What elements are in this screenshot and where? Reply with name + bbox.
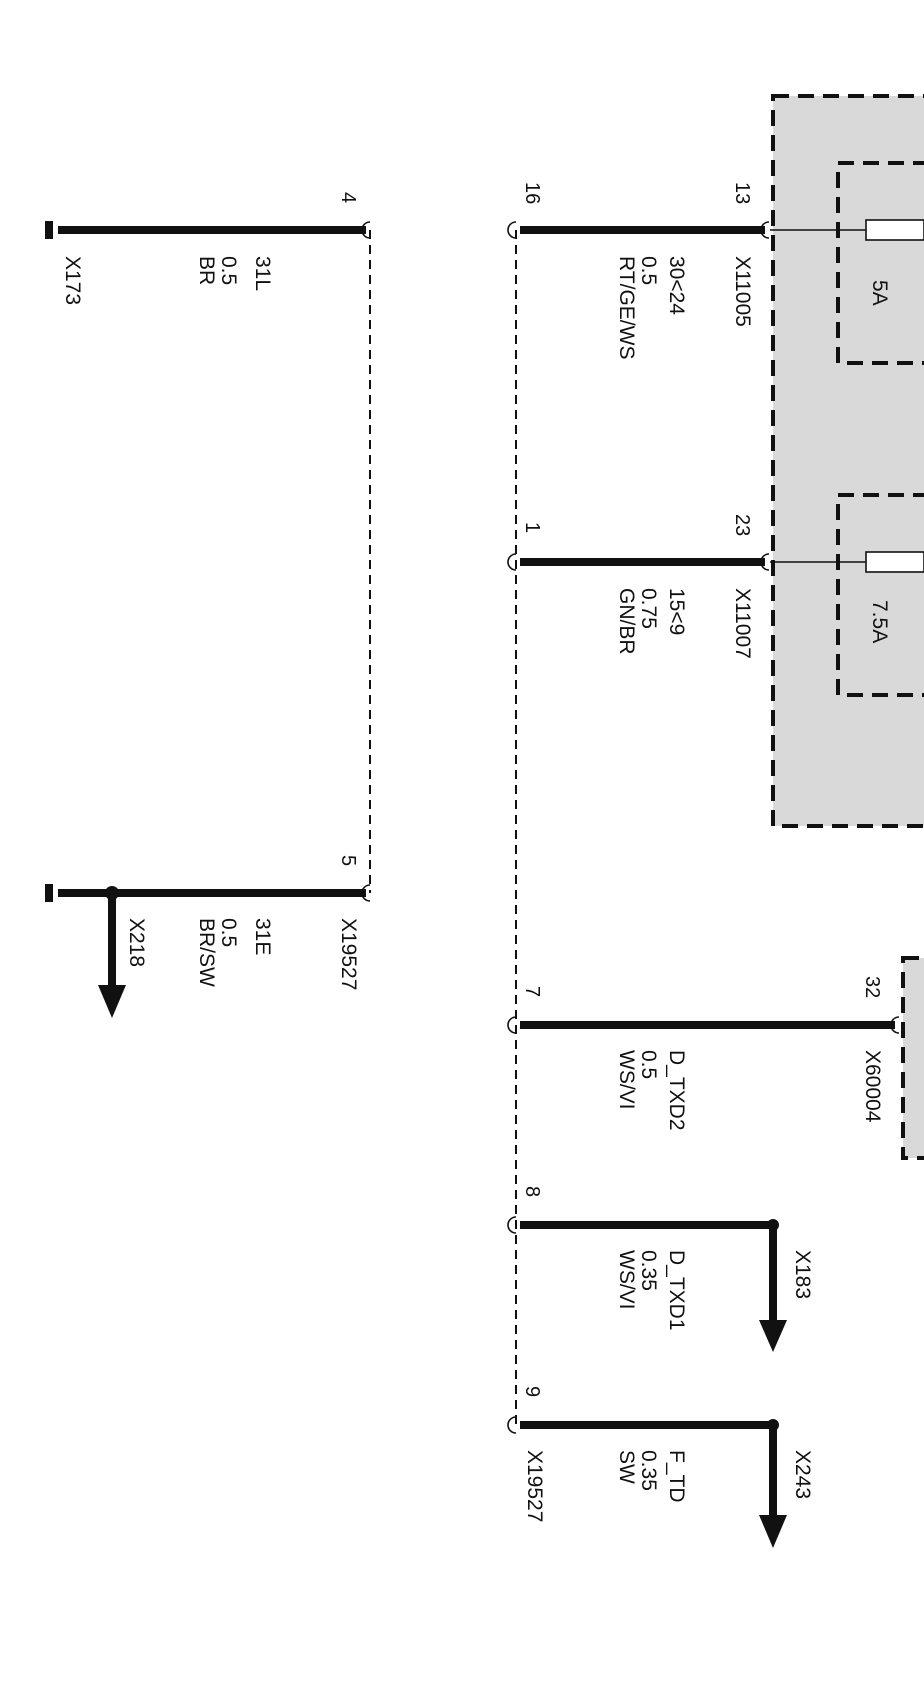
connector-x173: X173 [61,256,84,305]
pin-9: 9 [521,1386,543,1397]
wire-gauge: 0.5 [637,1050,660,1079]
wire-31l [45,221,371,239]
wire-gauge: 0.35 [637,1450,660,1491]
wire-15-9 [507,553,770,571]
connector-x11007: X11007 [731,588,754,659]
fuse-box-module [771,94,924,828]
wire-color: RT/GE/WS [615,256,638,359]
wire-color: BR/SW [195,918,218,987]
wire-color: BR [195,256,218,285]
connector-x218: X218 [125,918,148,967]
wire-gauge: 0.5 [217,256,240,285]
wire-signal: F_TD [665,1450,688,1503]
connector-x19527-left: X19527 [337,918,360,990]
pin-7: 7 [521,986,543,997]
wire-color: WS/VI [615,1050,638,1110]
fuse-5a-housing [836,161,924,365]
wire-30-24 [507,221,770,239]
wire-gauge: 0.5 [217,918,240,947]
arrow-down-icon [759,1515,787,1548]
connector-x60004: X60004 [861,1050,884,1123]
wire-signal: 31E [251,918,274,955]
fuse-75a: 7.5A [770,551,924,643]
wire-31e [45,884,371,1018]
wire-signal: D_TXD1 [665,1250,688,1331]
fuse-75a-symbol [865,551,924,573]
fuse-5a-symbol [865,219,924,241]
connector-x243: X243 [791,1450,814,1499]
wire-signal: 30<24 [665,256,688,315]
pin-5: 5 [337,855,359,866]
arrow-down-icon [759,1320,787,1352]
ground-icon [45,221,53,239]
pin-32: 32 [861,976,883,998]
connector-x19527-right: X19527 [523,1450,546,1522]
wire-f-td [507,1416,787,1548]
pin-23: 23 [731,514,753,536]
wire-color: GN/BR [615,588,638,655]
wire-signal: 31L [251,256,274,291]
pin-1: 1 [521,522,543,533]
control-module [901,956,924,1160]
wire-color: SW [615,1450,638,1484]
pin-4-socket [361,221,371,239]
control-module-outline [901,956,924,1160]
arrow-down-icon [98,985,126,1018]
wire-color: WS/VI [615,1250,638,1310]
ground-icon [45,884,53,902]
wire-signal: D_TXD2 [665,1050,688,1131]
pin-5-socket [361,884,371,902]
pin-13: 13 [731,182,753,204]
fuse-5a-rating: 5A [868,280,891,306]
fuse-5a: 5A [770,219,924,306]
pin-16: 16 [521,182,543,204]
fuse-75a-rating: 7.5A [868,600,891,643]
wire-gauge: 0.75 [637,588,660,629]
connector-x11005: X11005 [731,256,754,327]
wire-gauge: 0.35 [637,1250,660,1291]
wire-gauge: 0.5 [637,256,660,285]
wire-signal: 15<9 [665,588,688,635]
fuse-75a-housing [836,493,924,697]
pin-4: 4 [337,192,359,203]
wire-d-txd2 [507,1016,900,1034]
connector-x183: X183 [791,1250,814,1299]
pin-8: 8 [521,1186,543,1197]
wire-d-txd1 [507,1216,787,1352]
fuse-box-outline [771,94,924,828]
